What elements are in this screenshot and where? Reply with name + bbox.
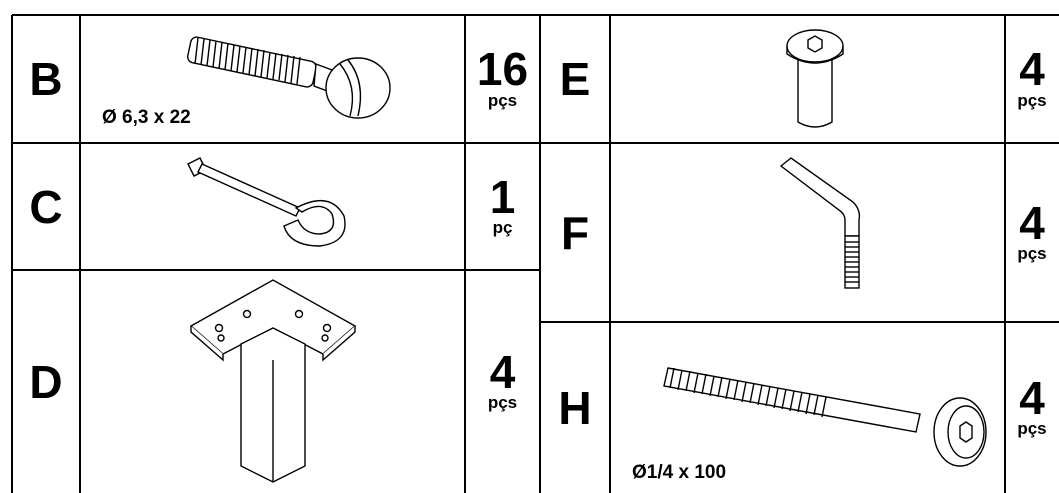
qty-unit-e: pçs [1017,90,1047,110]
part-letter-d: D [29,355,63,408]
part-qty-b: 16 pçs [465,15,540,143]
part-letter-c: C [29,180,63,233]
carriage-bolt-icon [187,36,391,119]
part-letter-f: F [560,206,590,259]
qty-number-f: 4 [1019,196,1045,249]
qty-number-c: 1 [489,170,516,223]
qty-unit-f: pçs [1017,244,1047,264]
qty-unit-d: pçs [487,393,518,413]
qty-number-e: 4 [1019,43,1045,96]
connector-bolt-icon [663,367,987,467]
part-qty-f: 4 pçs [1005,143,1059,322]
furniture-leg-icon [189,279,357,483]
qty-unit-b: pçs [487,90,518,110]
part-spec-b: Ø 6,3 x 22 [102,107,191,128]
part-letter-h: H [558,381,592,434]
part-qty-c: 1 pç [465,143,540,270]
part-qty-h: 4 pçs [1005,322,1059,493]
part-letter-e: E [559,53,591,105]
qty-number-b: 16 [476,43,529,96]
part-qty-d: 4 pçs [465,270,540,493]
l-hook-bolt-icon [779,157,861,289]
qty-unit-c: pç [492,218,513,238]
part-qty-e: 4 pçs [1005,15,1059,143]
qty-number-h: 4 [1019,371,1045,424]
hex-key-tool-icon [187,157,346,247]
barrel-nut-icon [786,29,844,128]
qty-unit-h: pçs [1017,419,1047,439]
part-spec-h: Ø1/4 x 100 [632,462,727,483]
qty-number-d: 4 [489,345,516,398]
part-letter-b: B [29,53,63,105]
